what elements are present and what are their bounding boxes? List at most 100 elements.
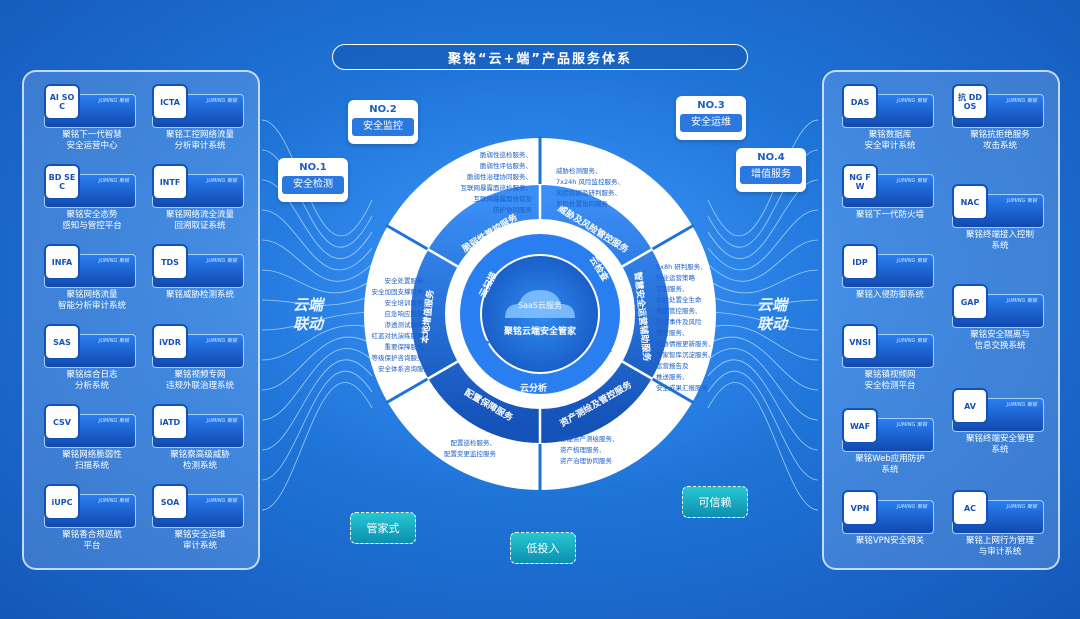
center-subtitle: SaaS云服务 [518,301,562,310]
device-label: 聚铭抗拒绝服务攻击系统 [970,130,1030,151]
badge-security-detection: NO.1 安全检测 [278,158,348,202]
device-label: 聚铭工控网络流量分析审计系统 [165,130,234,151]
device-label: 聚铭终端接入控制系统 [965,230,1034,251]
feature-butler-style: 管家式 [350,512,416,544]
brand-label: JUMING 聚铭 [206,178,237,184]
badge-security-operations: NO.3 安全运维 [676,96,746,140]
cycle-arrow-icon [528,236,552,252]
ring-divider [427,248,459,268]
device-code-icon: NAC [952,184,988,220]
device-label: 聚铭综合日志分析系统 [66,370,118,391]
right-device-card: JUMING 聚铭 NAC 聚铭终端接入控制系统 [946,184,1054,264]
device-code-icon: GAP [952,284,988,320]
device-code-icon: IDP [842,244,878,280]
device-code-icon: AI SOC [44,84,80,120]
brand-label: JUMING 聚铭 [1006,198,1037,204]
service-item: 推送服务、 [656,373,689,381]
right-device-card: JUMING 聚铭 DAS 聚铭数据库安全审计系统 [836,84,944,164]
page-title: 聚铭“云+端”产品服务体系 [332,44,748,70]
service-item: 配置巡检服务、 [450,439,497,447]
device-label: 聚铭网络流全流量回溯取证系统 [165,210,234,231]
stream-line [707,295,819,306]
device-code-icon: AV [952,388,988,424]
device-label: 聚铭数据库安全审计系统 [864,130,916,151]
service-item: 互联网暴露面巡检服务、 [460,184,533,192]
service-item: 风险处置协同服务 [556,200,608,208]
right-stream-lines [707,119,819,511]
brand-label: JUMING 聚铭 [206,498,237,504]
brand-label: JUMING 聚铭 [896,178,927,184]
service-item: 脆弱性治理协同服务、 [467,173,532,181]
device-code-icon: NG FW [842,164,878,200]
stream-line [261,119,373,237]
left-device-card: JUMING 聚铭 TDS 聚铭威胁检测系统 [146,244,254,324]
device-label: 聚铭安全隔离与信息交换系统 [970,330,1030,351]
stream-line [707,239,819,282]
badge-label: 安全运维 [680,114,742,132]
stream-line [261,325,373,361]
brand-label: JUMING 聚铭 [896,422,927,428]
segment-divider [385,223,429,251]
device-label: 聚铭Web应用防护系统 [855,454,925,475]
device-code-icon: VPN [842,490,878,526]
left-device-card: JUMING 聚铭 SAS 聚铭综合日志分析系统 [38,324,146,404]
brand-label: JUMING 聚铭 [896,338,927,344]
brand-label: JUMING 聚铭 [98,338,129,344]
service-item: 脆弱性评估服务、 [480,162,532,170]
device-label: 聚铭网络脆弱性扫描系统 [62,450,122,471]
brand-label: JUMING 聚铭 [1006,98,1037,104]
device-code-icon: iATD [152,404,188,440]
brand-label: JUMING 聚铭 [1006,504,1037,510]
service-list-smart-ops: 5x8h 研判服务、行业运营策略定制服务、风险处置全生命周期管控服务、热点事件及… [656,262,736,394]
device-label: 聚铭入侵防御系统 [855,290,924,300]
right-cloud-linkage-label: 云端联动 [756,296,787,333]
device-code-icon: 抗 DDOS [952,84,988,120]
service-item: 风险处置全生命 [656,296,702,304]
brand-label: JUMING 聚铭 [98,178,129,184]
device-label: 聚铭威胁检测系统 [165,290,234,300]
device-code-icon: SAS [44,324,80,360]
device-label: 聚铭察高级威胁检测系统 [170,450,230,471]
device-code-icon: TDS [152,244,188,280]
service-item: 7x24h 风险监控服务、 [556,178,624,186]
service-item: 威胁检测服务、 [556,167,602,175]
brand-label: JUMING 聚铭 [896,504,927,510]
service-item: 安全成果汇报服务 [656,384,708,392]
service-item: 周期管控服务、 [656,307,702,315]
stream-line [707,359,819,451]
service-item: 安全培训服务、 [384,299,431,307]
left-stream-lines [261,119,373,511]
brand-label: JUMING 聚铭 [896,98,927,104]
segment-dividers [385,136,695,492]
brand-label: JUMING 聚铭 [896,258,927,264]
device-label: 聚铭终端安全管理系统 [965,434,1034,455]
device-code-icon: BD SEC [44,164,80,200]
brand-label: JUMING 聚铭 [206,258,237,264]
stream-line [261,179,373,259]
service-list-threat: 威胁检测服务、 7x24h 风险监控服务、风险挖掘及研判服务、风险处置协同服务 [556,166,686,210]
brand-label: JUMING 聚铭 [1006,402,1037,408]
badge-value-added: NO.4 增值服务 [736,148,806,192]
device-code-icon: INTF [152,164,188,200]
device-label: 聚铭网络流量智能分析审计系统 [57,290,126,311]
service-item: 资产梳理服务、 [560,446,606,454]
service-item: 风险挖掘及研判服务、 [556,189,621,197]
service-item: 配置变更监控服务 [444,450,496,458]
device-code-icon: DAS [842,84,878,120]
brand-label: JUMING 聚铭 [206,98,237,104]
device-label: 聚铭上网行为管理与审计系统 [965,536,1034,557]
service-item: 互联网暴露面收敛及 [473,195,533,203]
badge-label: 安全检测 [282,176,344,194]
service-item: 渗透测试服务、 [384,321,431,329]
stream-line [707,311,819,331]
